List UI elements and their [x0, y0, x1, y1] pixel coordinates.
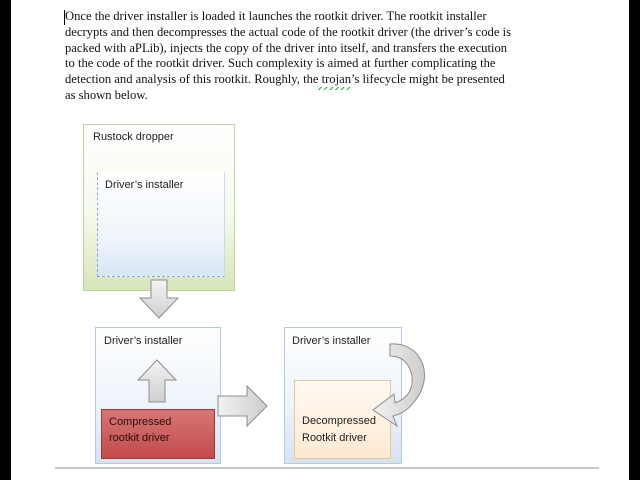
compressed-label-line1: Compressed: [109, 416, 172, 428]
dropper-driver-installer-box: [97, 172, 225, 277]
decompressed-label-line2: Rootkit driver: [302, 432, 367, 444]
document-page: Once the driver installer is loaded it l…: [11, 0, 629, 480]
bottom-divider: [55, 467, 599, 469]
rustock-dropper-label: Rustock dropper: [93, 131, 174, 143]
dropper-driver-installer-label: Driver’s installer: [105, 179, 184, 191]
text-cursor: [64, 10, 65, 25]
decompressed-label-line1: Decompressed: [302, 415, 376, 427]
compressed-rootkit-driver-box: [101, 409, 215, 459]
right-arrow-icon: [217, 384, 268, 428]
body-paragraph[interactable]: Once the driver installer is loaded it l…: [65, 9, 511, 102]
driver-installer-left-label: Driver’s installer: [104, 335, 183, 347]
spellcheck-underline: [318, 87, 352, 90]
driver-installer-right-label: Driver’s installer: [292, 335, 371, 347]
compressed-label-line2: rootkit driver: [109, 432, 170, 444]
